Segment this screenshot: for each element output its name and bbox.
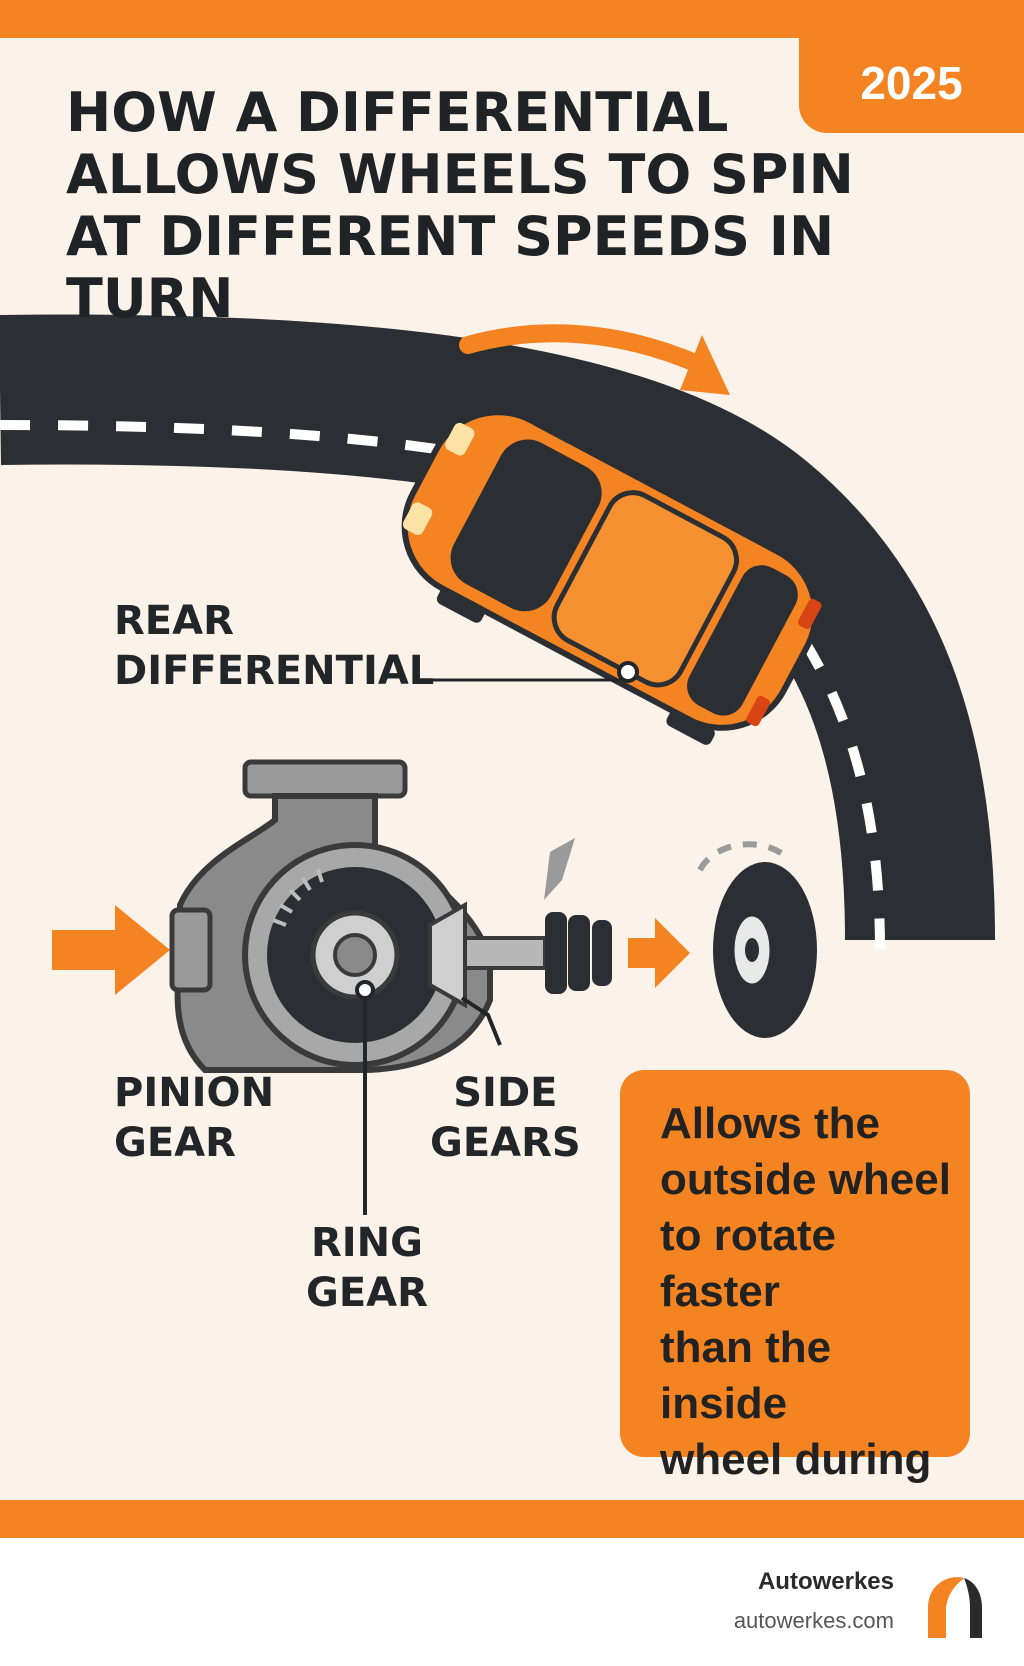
callout-text: Allows the outside wheel to rotate faste… [660,1096,960,1544]
title-line: HOW A DIFFERENTIAL [66,81,729,144]
side-gears-label: SIDE GEARS [430,1068,581,1168]
top-accent-bar [0,0,1024,38]
label-line: REAR [114,598,234,644]
brand-logo [928,1577,982,1638]
rear-differential-label: REAR DIFFERENTIAL [114,596,434,696]
callout-line: to rotate faster [660,1211,836,1316]
title-line: ALLOWS WHEELS TO SPIN [66,143,854,206]
axle-hub [545,912,612,994]
output-arrow-icon [628,918,690,988]
bottom-accent-bar [0,1500,1024,1538]
rear-differential-pointer [430,661,639,683]
year-text: 2025 [860,57,963,109]
side-gears-pointer [460,996,502,1046]
wheel-icon [697,841,817,1038]
motion-flag-icon [544,838,575,900]
callout-line: Allows the [660,1099,881,1148]
turn-arrow-icon [459,324,730,395]
brand-name: Autowerkes [757,1568,894,1595]
pinion-gear-label: PINION GEAR [114,1068,274,1168]
callout-line: wheel during [660,1435,932,1484]
page-title: HOW A DIFFERENTIAL ALLOWS WHEELS TO SPIN… [66,82,966,330]
label-line: GEARS [430,1120,581,1166]
ring-gear-teeth [272,868,324,927]
car-top-view [401,409,822,745]
callout-line: than the inside [660,1323,832,1428]
label-line: DIFFERENTIAL [114,648,435,694]
explanation-callout: Allows the outside wheel to rotate faste… [620,1070,970,1540]
label-line: GEAR [306,1270,428,1316]
brand-url[interactable]: autowerkes.com [733,1608,894,1633]
title-line: AT DIFFERENT SPEEDS IN TURN [66,205,835,330]
input-arrow-icon [52,905,170,995]
footer: Autowerkes autowerkes.com [0,1538,1024,1666]
label-line: RING [310,1220,423,1266]
differential-housing [169,759,547,1073]
year-badge: 2025 [799,38,1024,133]
scene-illustration [0,314,995,1215]
label-line: SIDE [453,1070,558,1116]
ring-gear-label: RING GEAR [306,1218,428,1318]
label-line: PINION [114,1070,275,1116]
callout-line: outside wheel [660,1155,951,1204]
label-line: GEAR [114,1120,236,1166]
